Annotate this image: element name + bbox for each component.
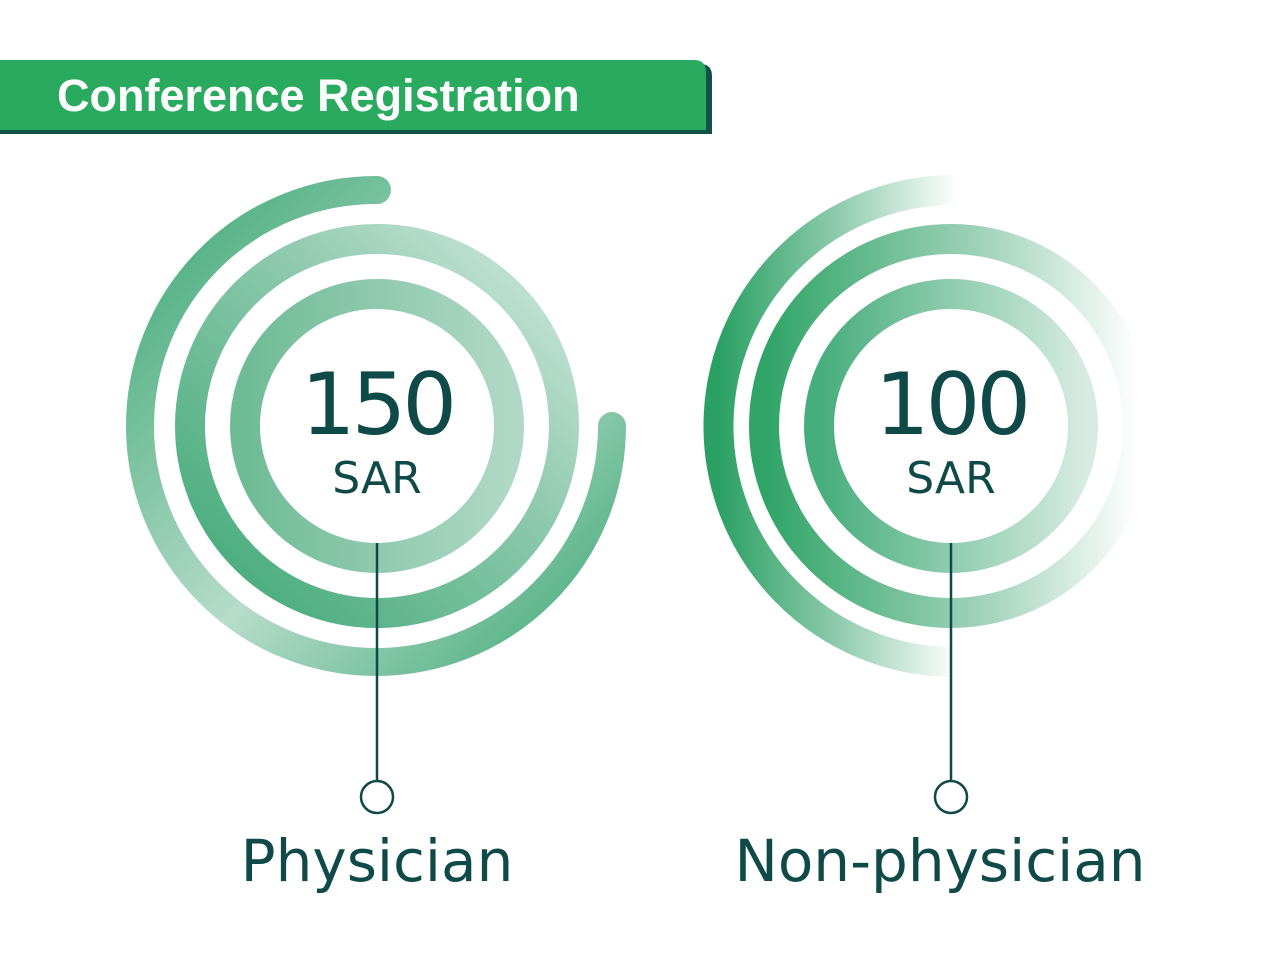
- page-title: Conference Registration: [57, 70, 580, 121]
- non-physician-rings: [703, 174, 1153, 815]
- physician-rings: [126, 175, 626, 815]
- physician-label: Physician: [240, 827, 514, 895]
- banner-shape: [0, 60, 712, 134]
- physician-price: 150: [300, 355, 457, 455]
- non-physician-currency: SAR: [906, 453, 996, 504]
- non-physician-price: 100: [874, 355, 1031, 455]
- header-banner: [0, 60, 712, 134]
- physician-currency: SAR: [332, 453, 422, 504]
- non-physician-label: Non-physician: [734, 827, 1146, 895]
